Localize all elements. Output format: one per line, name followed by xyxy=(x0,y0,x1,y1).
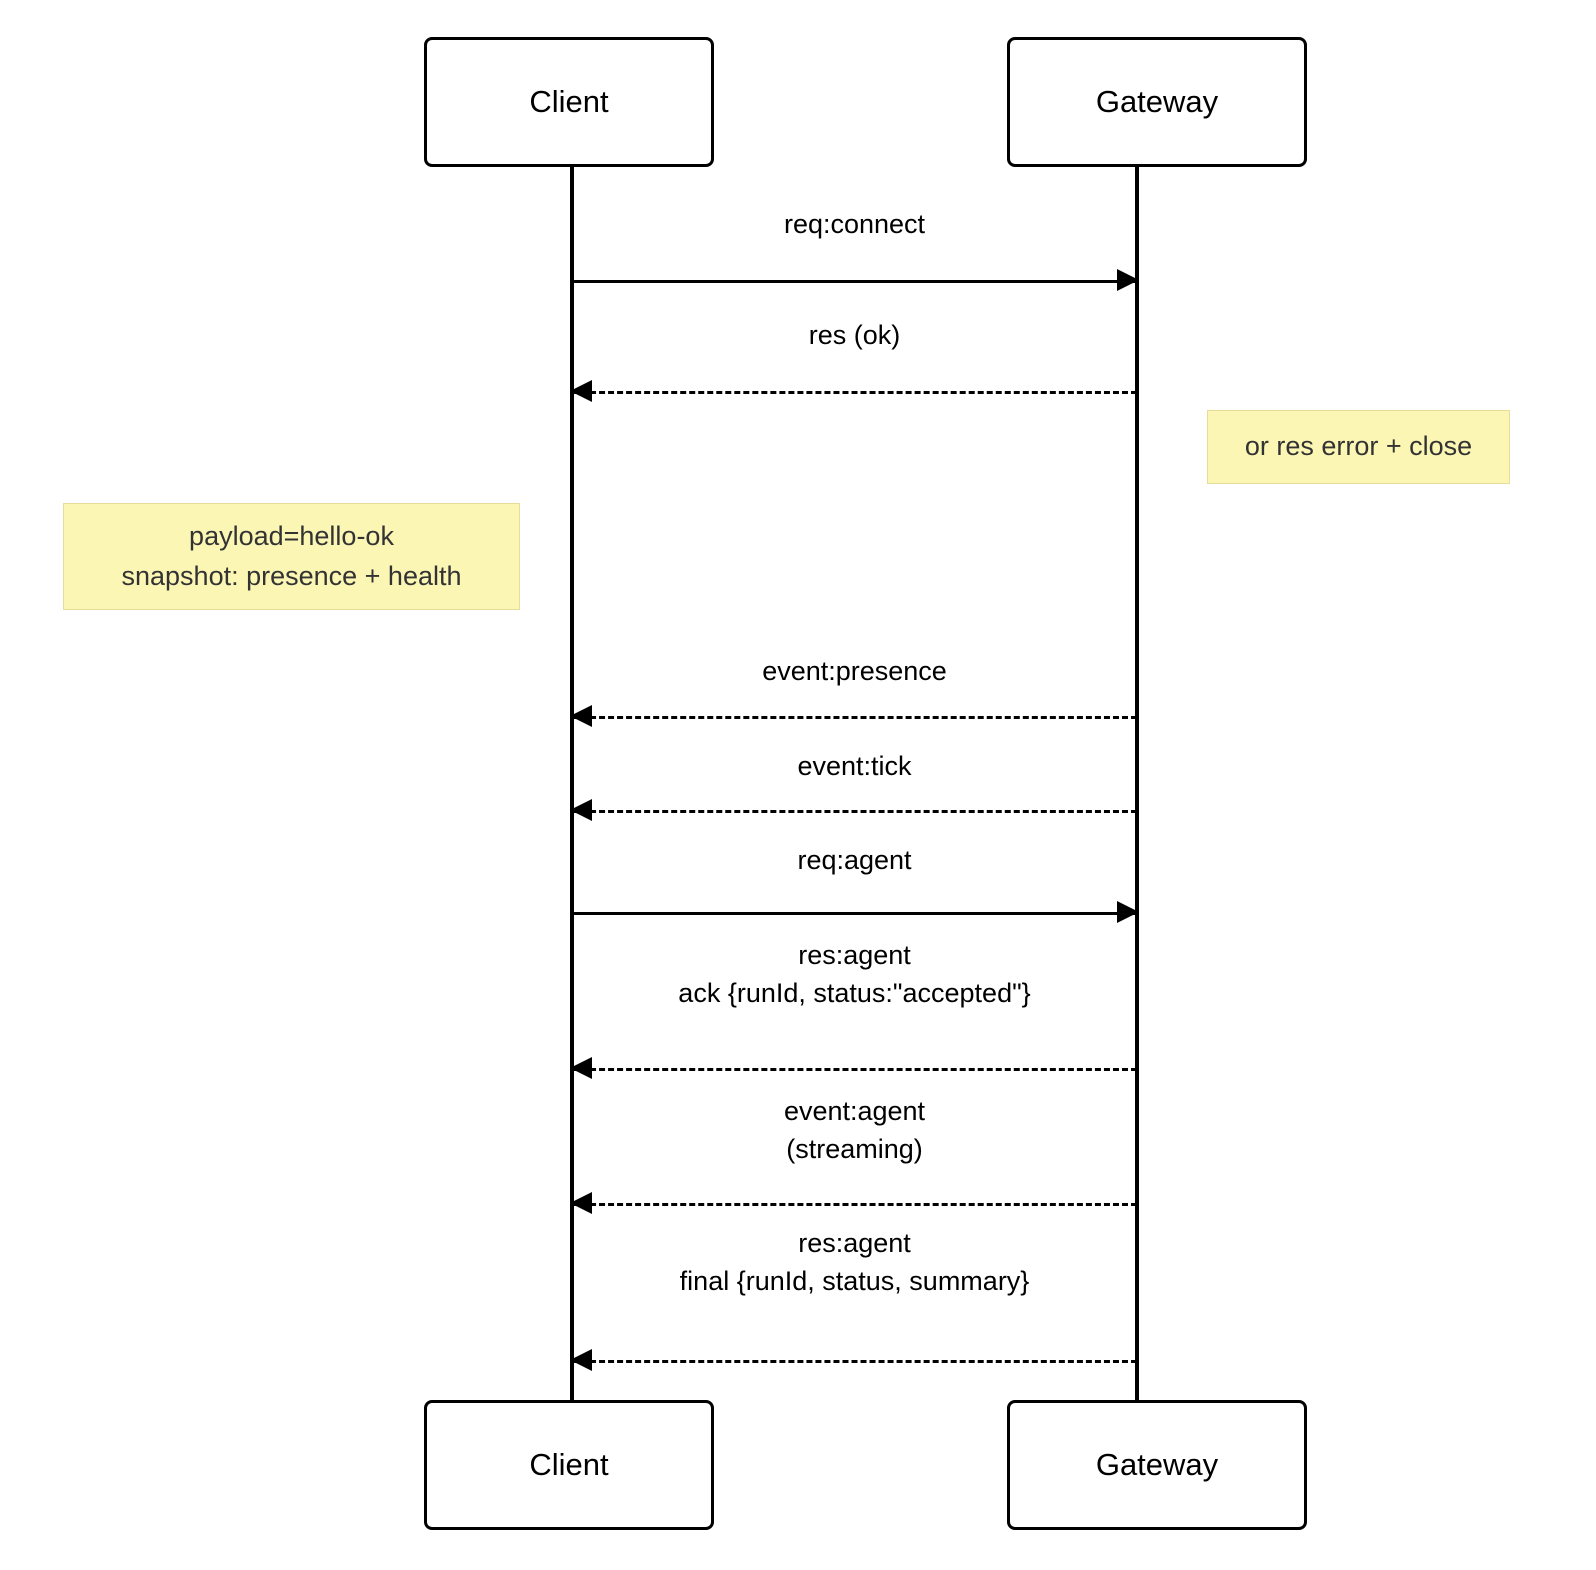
message-line xyxy=(572,1068,1137,1071)
lifeline-client xyxy=(570,167,574,1400)
arrowhead-left-icon xyxy=(570,1349,592,1371)
message-label-res-ok: res (ok) xyxy=(808,320,901,350)
message-label-event-agent-streaming: event:agent (streaming) xyxy=(783,1096,926,1165)
participant-label-gateway-top: Gateway xyxy=(1095,83,1219,119)
participant-box-client-bottom[interactable]: Client xyxy=(424,1400,714,1530)
message-line xyxy=(572,1360,1137,1363)
message-line xyxy=(572,810,1137,813)
message-label-event-presence: event:presence xyxy=(762,656,947,686)
participant-box-gateway-top[interactable]: Gateway xyxy=(1007,37,1307,167)
participant-label-client-bottom: Client xyxy=(529,1446,609,1482)
message-line xyxy=(572,1203,1137,1206)
arrowhead-left-icon xyxy=(570,799,592,821)
note-res-error-close: or res error + close xyxy=(1207,410,1510,484)
message-line xyxy=(572,912,1137,915)
lifeline-gateway xyxy=(1135,167,1139,1400)
participant-label-gateway-bottom: Gateway xyxy=(1095,1446,1219,1482)
arrowhead-left-icon xyxy=(570,1192,592,1214)
message-label-req-connect: req:connect xyxy=(783,209,926,239)
note-error-text: or res error + close xyxy=(1244,431,1473,462)
participant-box-gateway-bottom[interactable]: Gateway xyxy=(1007,1400,1307,1530)
arrowhead-left-icon xyxy=(570,705,592,727)
message-line xyxy=(572,391,1137,394)
arrowhead-left-icon xyxy=(570,380,592,402)
message-label-req-agent: req:agent xyxy=(797,845,912,875)
arrowhead-right-icon xyxy=(1117,901,1139,923)
arrowhead-left-icon xyxy=(570,1057,592,1079)
arrowhead-right-icon xyxy=(1117,269,1139,291)
message-line xyxy=(572,280,1137,283)
note-payload-hello-ok: payload=hello-ok snapshot: presence + he… xyxy=(63,503,520,610)
message-label-event-tick: event:tick xyxy=(797,751,912,781)
participant-label-client-top: Client xyxy=(529,83,609,119)
message-label-res-agent-final: res:agent final {runId, status, summary} xyxy=(679,1228,1030,1297)
message-label-res-agent-ack: res:agent ack {runId, status:"accepted"} xyxy=(678,940,1031,1009)
note-payload-text: payload=hello-ok snapshot: presence + he… xyxy=(121,521,462,591)
participant-box-client-top[interactable]: Client xyxy=(424,37,714,167)
message-line xyxy=(572,716,1137,719)
